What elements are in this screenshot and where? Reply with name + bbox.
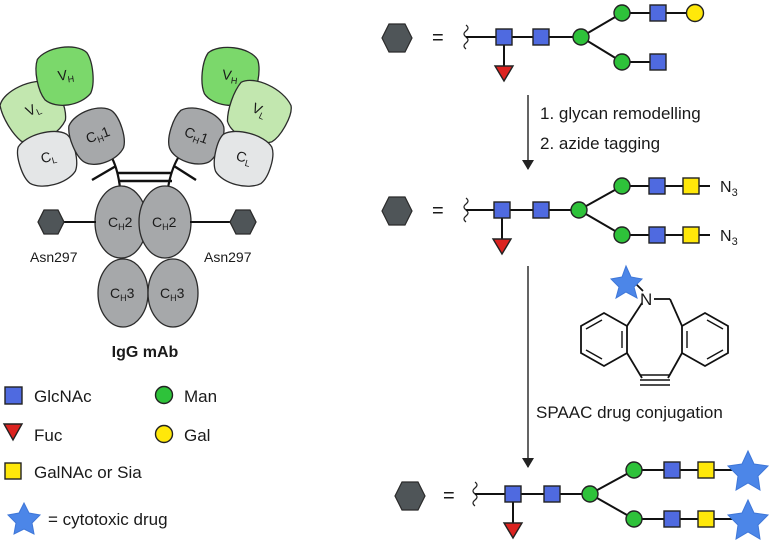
reagent-drug-star: [609, 264, 644, 300]
fuc-node: [502, 522, 524, 540]
ch1-domain-right: [168, 107, 225, 165]
man-node: [625, 461, 643, 479]
legend-man-icon: [154, 385, 174, 405]
cl-domain-right: [213, 130, 274, 187]
legend-glcnac-icon: [4, 386, 23, 405]
hinge-right: [166, 157, 179, 189]
drug-star: [726, 498, 770, 540]
vh-domain-left: [35, 46, 94, 106]
hexagon-icon: [381, 23, 413, 53]
nitrogen-label: N: [640, 290, 652, 309]
man-node: [613, 53, 631, 71]
legend-fuc-icon: [2, 423, 24, 442]
glcnac-node: [543, 485, 561, 503]
legend-drug-label: = cytotoxic drug: [48, 510, 168, 529]
man-node: [570, 201, 588, 219]
glcnac-node: [493, 201, 511, 219]
glycan-conjugated: =: [394, 449, 770, 540]
cl-domain-left: [16, 130, 78, 187]
legend-galnac-sia-icon: [4, 462, 22, 480]
ch2-label-right: CH2: [152, 214, 177, 232]
glycan-azide: = N3 N3: [381, 177, 738, 256]
glycan-native: =: [381, 3, 705, 83]
benzene-ring-right: [681, 311, 729, 368]
glcnac-node: [532, 28, 550, 46]
legend-gal-icon: [154, 424, 174, 444]
drug-star: [726, 449, 770, 491]
legend-man-label: Man: [184, 387, 217, 406]
step3-label: SPAAC drug conjugation: [536, 403, 723, 422]
glcnac-node: [495, 28, 513, 46]
vl-domain-right: [226, 79, 292, 144]
man-node: [572, 28, 590, 46]
lc-hc-bond-left: [91, 164, 117, 182]
lc-hc-bond-right: [173, 164, 197, 182]
ch1-domain-left: [68, 107, 125, 165]
asn297-label-right: Asn297: [204, 249, 252, 265]
antibody-title: IgG mAb: [112, 344, 179, 361]
glcnac-node: [648, 226, 666, 244]
ch3-label-right: CH3: [160, 285, 185, 303]
hexagon-icon: [394, 481, 426, 511]
legend: GlcNAc Man Fuc Gal GalNAc or Sia = cytot…: [2, 385, 217, 535]
equals-sign: =: [443, 485, 455, 507]
step1-label: 1. glycan remodelling: [540, 104, 701, 123]
benzene-ring-left: [580, 311, 628, 368]
man-node: [613, 4, 631, 22]
equals-sign: =: [432, 27, 444, 49]
alkyne-bond: [667, 352, 683, 379]
dbco-reagent: [580, 279, 729, 386]
man-node: [613, 226, 631, 244]
legend-gal-label: Gal: [184, 426, 210, 445]
glcnac-node: [532, 201, 550, 219]
glcnac-node: [663, 461, 681, 479]
glcnac-node: [649, 53, 667, 71]
glcnac-node: [648, 177, 666, 195]
man-node: [625, 510, 643, 528]
galnac-sia-node: [697, 510, 715, 528]
asn297-label-left: Asn297: [30, 249, 78, 265]
galnac-sia-node: [682, 177, 700, 195]
legend-fuc-label: Fuc: [34, 426, 63, 445]
galnac-sia-node: [697, 461, 715, 479]
azide-label-top: N3: [720, 179, 738, 199]
glycan-hexagon-left: [37, 209, 65, 235]
ch3-label-left: CH3: [110, 285, 135, 303]
ring-bond: [626, 302, 643, 327]
fuc-node: [491, 238, 513, 256]
alkyne-bond: [626, 352, 643, 379]
glcnac-node: [504, 485, 522, 503]
man-node: [581, 485, 599, 503]
glcnac-node: [649, 4, 667, 22]
hinge-left: [111, 157, 122, 189]
legend-glcnac-label: GlcNAc: [34, 387, 92, 406]
galnac-sia-node: [682, 226, 700, 244]
gal-node: [685, 3, 705, 23]
ring-bond: [669, 298, 683, 327]
hexagon-icon: [381, 196, 413, 226]
igg-antibody: [0, 46, 292, 328]
ch3-domain-right: [147, 258, 199, 328]
glcnac-node: [663, 510, 681, 528]
legend-drug-icon: [6, 501, 42, 535]
ch2-label-left: CH2: [108, 214, 133, 232]
glycan-hexagon-right: [229, 209, 257, 235]
equals-sign: =: [432, 200, 444, 222]
fuc-node: [493, 65, 515, 83]
azide-label-bottom: N3: [720, 228, 738, 248]
legend-galnac-sia-label: GalNAc or Sia: [34, 463, 142, 482]
step2-label: 2. azide tagging: [540, 134, 660, 153]
man-node: [613, 177, 631, 195]
